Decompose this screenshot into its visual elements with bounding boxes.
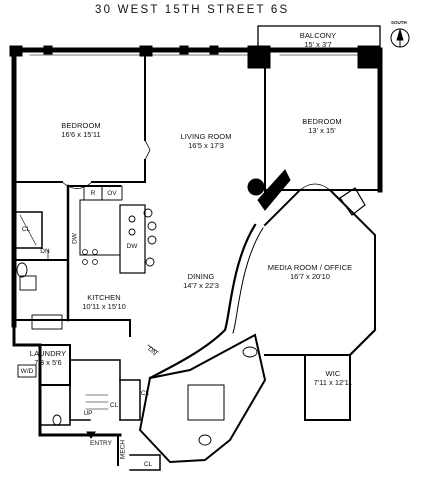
mechanical-label: MECH <box>119 439 127 460</box>
room-wic: WIC 7'11 x 12'11 <box>314 369 353 387</box>
wall-curve <box>148 223 257 380</box>
room-name: DINING <box>187 272 215 281</box>
wall-bath-left <box>13 259 69 321</box>
room-dim: 7'3 x 5'6 <box>34 358 62 367</box>
room-balcony: BALCONY 15' x 3'7 <box>300 31 337 49</box>
room-dim: 7'11 x 12'11 <box>313 378 353 387</box>
room-bedroom-2: BEDROOM 13' x 15' <box>302 117 341 135</box>
island <box>119 204 146 274</box>
compass-label: SOUTH <box>391 20 407 25</box>
room-name: LAUNDRY <box>29 349 67 358</box>
exterior-wall-bottom-left <box>12 323 122 437</box>
room-name: LIVING ROOM <box>180 132 232 141</box>
room-dim: 13' x 15' <box>308 126 336 135</box>
oven-label: OV <box>107 190 117 197</box>
room-kitchen: KITCHEN 10'11 x 15'10 <box>82 293 126 311</box>
closet-label: CL <box>140 390 150 397</box>
wall-media <box>263 188 376 356</box>
closet-label: CL <box>143 461 153 468</box>
room-dim: 16'6 x 15'11 <box>61 130 101 139</box>
room-dim: 16'5 x 17'3 <box>188 141 224 150</box>
room-laundry: LAUNDRY 7'3 x 5'6 <box>30 349 66 367</box>
room-media: MEDIA ROOM / OFFICE 16'7 x 20'10 <box>268 263 352 281</box>
room-dining: DINING 14'7 x 22'3 <box>183 272 219 290</box>
room-name: MEDIA ROOM / OFFICE <box>267 263 353 272</box>
stairs-down-label: DN <box>40 248 50 255</box>
room-dim: 15' x 3'7 <box>304 40 332 49</box>
room-name: BEDROOM <box>61 121 101 130</box>
wall-lower-bath <box>138 333 267 464</box>
room-name: BEDROOM <box>302 117 342 126</box>
fridge-label: R <box>90 190 96 197</box>
room-name: BALCONY <box>299 31 337 40</box>
room-dim: 16'7 x 20'10 <box>290 272 330 281</box>
closet-label: CL <box>21 226 31 233</box>
stairs-up-label: UP <box>83 410 93 417</box>
wall-wic <box>264 354 351 421</box>
room-living: LIVING ROOM 16'5 x 17'3 <box>180 132 231 150</box>
room-name: KITCHEN <box>87 293 121 302</box>
room-name: WIC <box>325 369 341 378</box>
dishwasher-label: DW <box>71 233 79 244</box>
entry-label: ENTRY <box>90 440 112 447</box>
room-bedroom-1: BEDROOM 16'6 x 15'11 <box>61 121 100 139</box>
closet-label: CL <box>109 402 119 409</box>
plan-title: 30 WEST 15TH STREET 6S <box>95 4 290 16</box>
washer-dryer-label: W/D <box>20 368 34 375</box>
room-dim: 10'11 x 15'10 <box>82 302 126 311</box>
room-dim: 14'7 x 22'3 <box>183 281 219 290</box>
compass-icon <box>390 28 410 48</box>
dishwasher-label: DW <box>126 243 138 250</box>
